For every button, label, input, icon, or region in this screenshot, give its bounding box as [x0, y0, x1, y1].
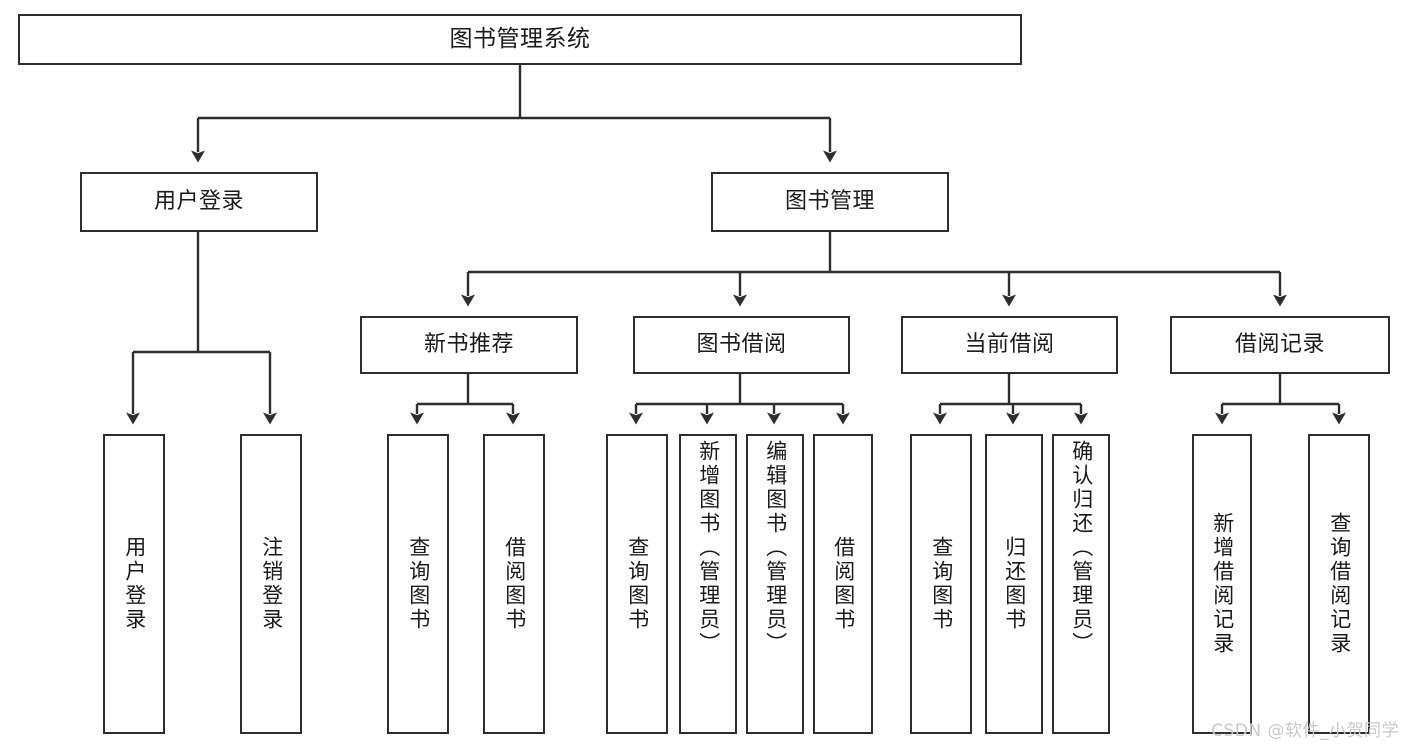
node-borrow-record-label: 借阅记录: [1234, 332, 1325, 358]
node-book-borrow[interactable]: 图书借阅: [633, 316, 850, 374]
leaf-borrow-books-label: 借阅图书: [831, 536, 856, 632]
leaf-confirm-return-admin-label: 确认归还（管理员）: [1069, 440, 1094, 656]
leaf-query-borrow-record[interactable]: 查询借阅记录: [1308, 434, 1370, 734]
leaf-return-books[interactable]: 归还图书: [985, 434, 1043, 734]
leaf-query-books-recommend-label: 查询图书: [406, 536, 431, 632]
leaf-logout-label: 注销登录: [259, 536, 284, 632]
leaf-borrow-books[interactable]: 借阅图书: [813, 434, 873, 734]
node-user-login[interactable]: 用户登录: [80, 172, 318, 232]
leaf-query-borrow-record-label: 查询借阅记录: [1327, 512, 1352, 656]
leaf-query-books-current[interactable]: 查询图书: [910, 434, 972, 734]
leaf-edit-book-admin[interactable]: 编辑图书（管理员）: [746, 434, 804, 734]
leaf-add-borrow-record-label: 新增借阅记录: [1210, 512, 1235, 656]
node-book-management-label: 图书管理: [784, 189, 875, 215]
node-new-book-recommend[interactable]: 新书推荐: [360, 316, 578, 374]
node-borrow-record[interactable]: 借阅记录: [1170, 316, 1390, 374]
leaf-add-book-admin[interactable]: 新增图书（管理员）: [679, 434, 737, 734]
leaf-return-books-label: 归还图书: [1002, 536, 1027, 632]
node-root-label: 图书管理系统: [449, 26, 591, 53]
leaf-query-books-current-label: 查询图书: [929, 536, 954, 632]
node-user-login-label: 用户登录: [153, 189, 244, 215]
leaf-add-book-admin-label: 新增图书（管理员）: [696, 440, 721, 656]
leaf-user-login[interactable]: 用户登录: [103, 434, 165, 734]
leaf-edit-book-admin-label: 编辑图书（管理员）: [763, 440, 788, 656]
leaf-add-borrow-record[interactable]: 新增借阅记录: [1192, 434, 1252, 734]
leaf-logout[interactable]: 注销登录: [240, 434, 302, 734]
leaf-borrow-books-recommend[interactable]: 借阅图书: [483, 434, 545, 734]
leaf-borrow-books-recommend-label: 借阅图书: [502, 536, 527, 632]
node-new-book-recommend-label: 新书推荐: [423, 332, 514, 358]
leaf-query-books-borrow[interactable]: 查询图书: [606, 434, 668, 734]
node-book-management[interactable]: 图书管理: [711, 172, 949, 232]
node-root[interactable]: 图书管理系统: [18, 14, 1022, 65]
node-book-borrow-label: 图书借阅: [696, 332, 787, 358]
watermark: CSDN @软件_小贺同学: [1211, 721, 1399, 741]
node-current-borrow-label: 当前借阅: [964, 332, 1055, 358]
leaf-confirm-return-admin[interactable]: 确认归还（管理员）: [1052, 434, 1110, 734]
node-current-borrow[interactable]: 当前借阅: [901, 316, 1118, 374]
leaf-query-books-recommend[interactable]: 查询图书: [387, 434, 449, 734]
leaf-query-books-borrow-label: 查询图书: [625, 536, 650, 632]
leaf-user-login-label: 用户登录: [122, 536, 147, 632]
